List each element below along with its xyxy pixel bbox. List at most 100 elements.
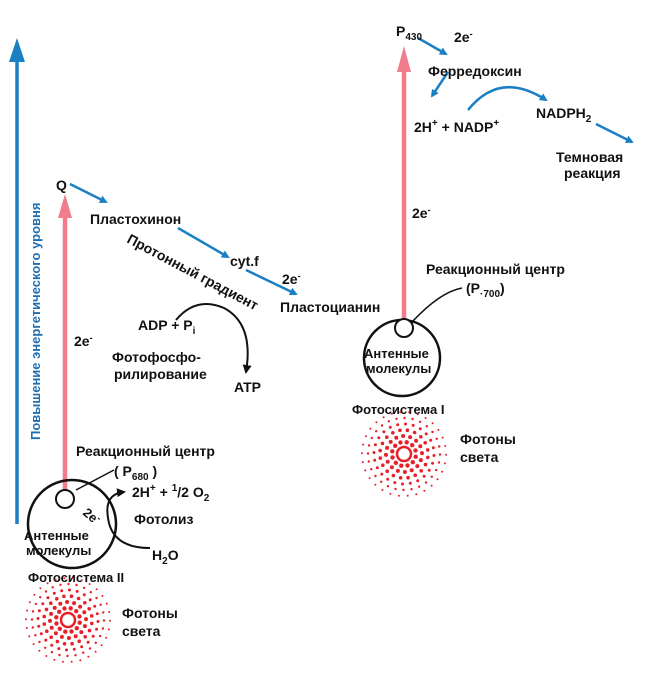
photon-dot — [395, 468, 400, 473]
ps1-system-name: Фотосистема I — [352, 402, 444, 417]
photon-dot — [87, 655, 90, 658]
photon-dot — [26, 609, 29, 612]
photon-dot — [75, 583, 78, 587]
photon-dot — [99, 603, 102, 606]
photon-dot — [398, 440, 403, 445]
photon-dot — [79, 630, 84, 635]
photon-dot — [39, 632, 43, 636]
photon-dot — [380, 441, 385, 446]
photon-dot — [404, 440, 409, 445]
photon-dot — [408, 435, 413, 440]
photon-dot — [28, 635, 31, 638]
photon-dot — [89, 614, 94, 618]
photon-dot — [93, 604, 97, 608]
photon-dot — [419, 435, 423, 439]
photon-dot — [82, 593, 86, 597]
photon-dot — [45, 655, 48, 657]
photon-dot — [31, 626, 34, 629]
photon-dot — [418, 458, 423, 463]
photon-dot — [385, 469, 390, 474]
ps2-antenna-label-line2: молекулы — [26, 543, 91, 558]
atp-label: ATP — [234, 379, 261, 395]
photon-dot — [52, 591, 56, 595]
photon-dot — [414, 438, 419, 443]
photon-dot — [25, 618, 27, 621]
ps2-photolysis-arrow — [106, 488, 151, 549]
photon-dot — [416, 413, 419, 416]
photon-dot — [89, 591, 93, 594]
photon-dot — [83, 601, 87, 605]
ps1-excitation-arrow — [397, 46, 411, 318]
photon-dot — [429, 438, 433, 442]
photon-dot — [80, 579, 83, 582]
photon-dot — [399, 463, 404, 468]
photon-dot — [385, 445, 390, 450]
photon-dot — [88, 647, 92, 650]
dark-reaction-line1: Темновая — [556, 149, 623, 165]
photon-dot — [395, 417, 398, 420]
photon-dot — [386, 477, 390, 481]
photon-dot — [44, 646, 47, 649]
top-electrons-label: 2e- — [454, 29, 473, 45]
photon-dot — [424, 432, 428, 436]
ps1-photons-line2: света — [460, 449, 499, 465]
photon-dot — [378, 456, 383, 460]
photon-dot — [413, 454, 418, 459]
photon-dot — [382, 416, 385, 419]
photon-dot — [108, 611, 111, 613]
photon-dot — [385, 459, 390, 464]
photon-dot — [441, 436, 444, 439]
photon-dot — [76, 596, 81, 601]
photon-dot — [438, 453, 442, 456]
photon-dot — [37, 609, 41, 613]
photon-dot — [79, 659, 82, 662]
ps2-reaction-center-code: ( P680 ) — [114, 463, 157, 483]
photon-dot — [391, 473, 396, 478]
photon-dot — [377, 436, 381, 440]
photon-dot — [44, 590, 48, 593]
photon-dot — [406, 475, 410, 480]
photon-dot — [391, 431, 395, 435]
photon-dot — [68, 588, 71, 592]
photon-dot — [84, 617, 88, 622]
photon-core — [59, 611, 77, 629]
ps2-photons-line1: Фотоны — [122, 605, 178, 621]
photon-dot — [408, 411, 411, 414]
photon-dot — [419, 469, 424, 473]
photon-dot — [364, 469, 367, 472]
atp-synthesis-arrow — [175, 303, 252, 374]
ps1-antenna-label-line1: Антенные — [364, 346, 429, 361]
photon-dot — [373, 443, 377, 447]
photon-dot — [55, 597, 59, 601]
photon-dot — [435, 468, 438, 472]
photon-dot — [49, 601, 53, 605]
photon-dot — [396, 423, 400, 427]
photon-dot — [370, 436, 373, 440]
photon-dot — [42, 622, 47, 626]
photon-dot — [362, 443, 365, 446]
photon-dot — [48, 618, 52, 623]
photon-dot — [418, 427, 422, 431]
photon-dot — [436, 478, 439, 481]
arrow-nadp-reduction — [467, 85, 548, 111]
photon-dot — [49, 625, 54, 630]
photon-dot — [409, 468, 414, 473]
photon-dot — [388, 425, 392, 429]
ps2-system-name: Фотосистема II — [28, 570, 124, 585]
arrow-p430-ferredoxin — [417, 36, 448, 56]
photon-dot — [381, 489, 384, 491]
photon-dot — [39, 587, 42, 590]
photon-dot — [380, 480, 383, 483]
photon-dot — [69, 629, 74, 634]
photon-dot — [426, 455, 430, 460]
photon-dot — [401, 434, 406, 438]
photon-dot — [91, 634, 95, 638]
photon-dot — [402, 470, 407, 474]
photon-dot — [399, 411, 402, 414]
photon-dot — [58, 601, 63, 606]
photon-dot — [107, 628, 110, 631]
ps1-antenna-label-line2: молекулы — [366, 361, 431, 376]
photon-dot — [77, 639, 81, 643]
photon-dot — [410, 460, 415, 465]
photon-dot — [94, 641, 98, 644]
